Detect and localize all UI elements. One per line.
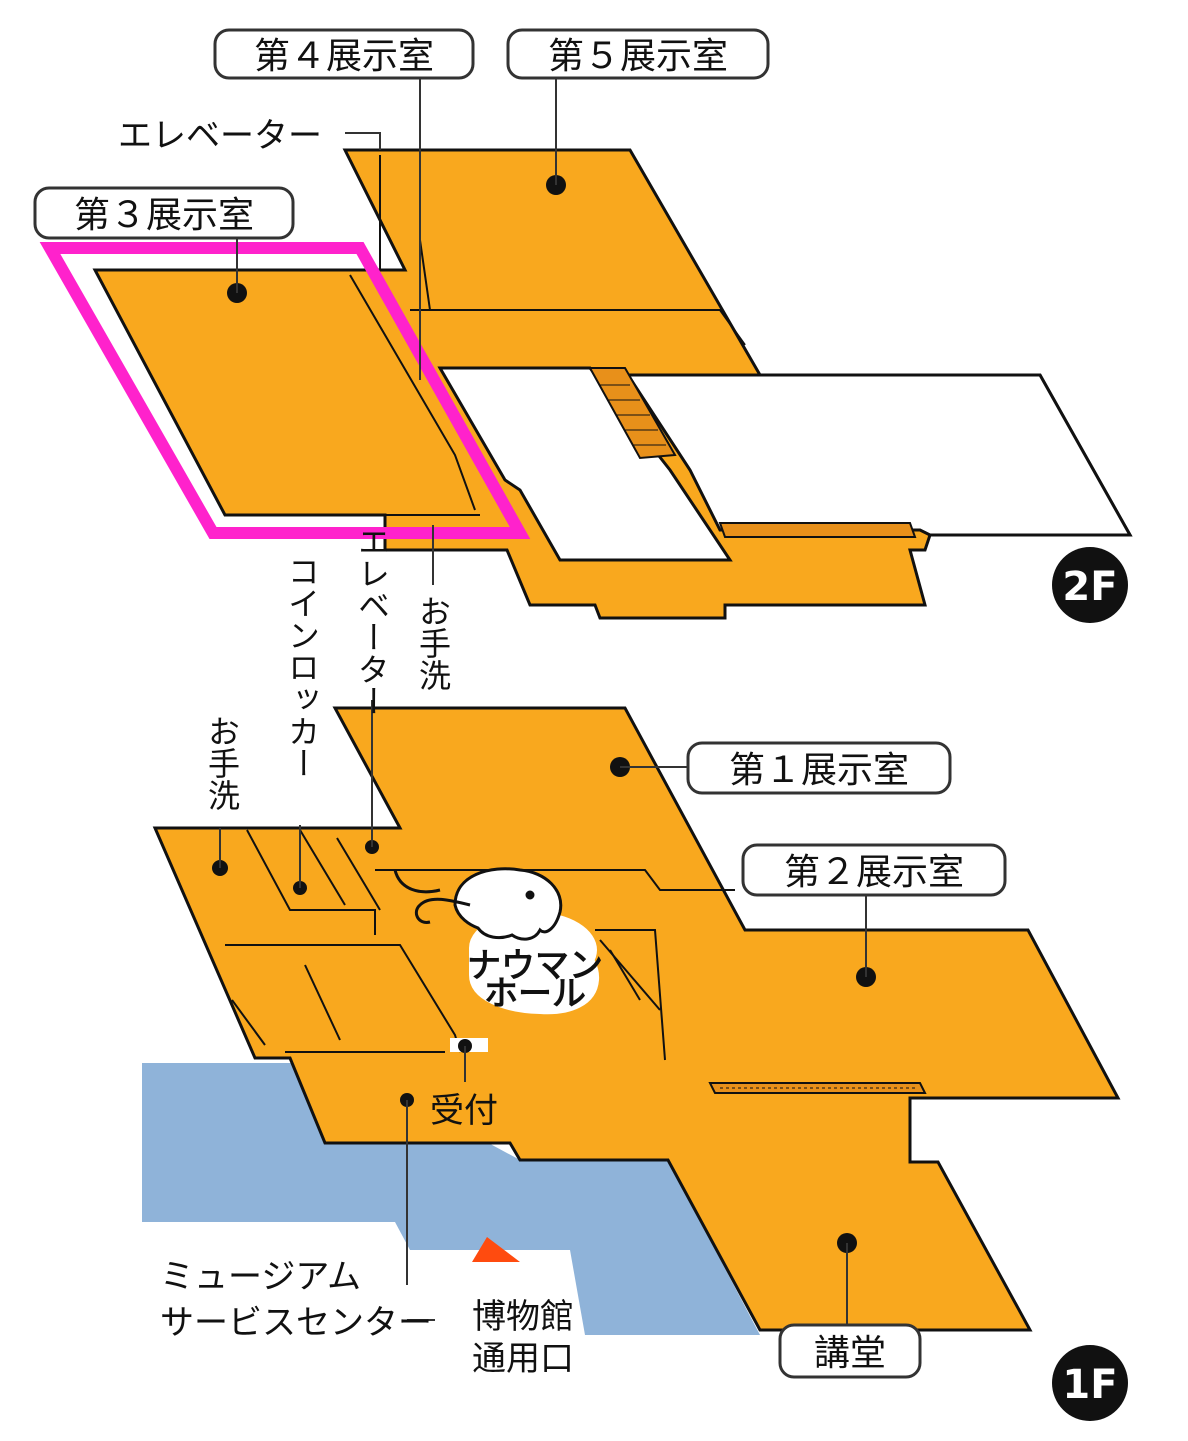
- floor-1f-walls: [225, 829, 735, 1061]
- reception-label: 受付: [430, 1091, 498, 1131]
- floor-2f-walls: [349, 155, 746, 516]
- water-area: [142, 1063, 760, 1335]
- label-exhibit1[interactable]: 第１展示室: [686, 741, 952, 795]
- triangle-marker-icon: [472, 1237, 520, 1262]
- floor-1f-main[interactable]: [152, 706, 1121, 1332]
- exhibit5-label: 第５展示室: [548, 36, 728, 77]
- floor-badge-2f[interactable]: 2F: [1052, 547, 1128, 623]
- exhibit2-label: 第２展示室: [784, 852, 964, 893]
- leader-lines-1f: [219, 700, 867, 1325]
- exhibit3-label: 第３展示室: [74, 195, 254, 236]
- label-exhibit2[interactable]: 第２展示室: [741, 843, 1007, 897]
- exhibit1-label: 第１展示室: [729, 750, 909, 791]
- service-center-label-line1: ミュージアム: [160, 1257, 361, 1297]
- restroom-1f-label: お手洗: [203, 715, 241, 811]
- floor-2f-label: 2F: [1062, 564, 1117, 610]
- elevator-1f-label: エレベーター: [353, 525, 391, 717]
- restroom-2f-label: お手洗: [414, 595, 452, 691]
- label-exhibit3[interactable]: 第３展示室: [33, 186, 295, 240]
- label-exhibit4[interactable]: 第４展示室: [213, 28, 475, 80]
- exhibit4-label: 第４展示室: [254, 36, 434, 77]
- highlight-exhibit3: [39, 242, 531, 539]
- naumann-hall-label-line2: ホール: [484, 974, 586, 1014]
- staff-entrance-label-line2: 通用口: [472, 1339, 574, 1379]
- auditorium-label: 講堂: [814, 1333, 886, 1374]
- leader-lines-2f: [236, 75, 557, 585]
- naumann-elephant-icon: [393, 867, 563, 941]
- label-exhibit5[interactable]: 第５展示室: [506, 28, 770, 80]
- label-auditorium[interactable]: 講堂: [778, 1323, 922, 1379]
- stairs-2f: [588, 367, 917, 538]
- corridor-2f: [625, 373, 1133, 537]
- coin-locker-label: コインロッカー: [283, 555, 321, 779]
- floor-badge-1f[interactable]: 1F: [1052, 1345, 1128, 1421]
- floor-1f-label: 1F: [1062, 1362, 1117, 1408]
- naumann-hall-label-line1: ナウマン: [467, 946, 603, 986]
- staff-entrance-label-line1: 博物館: [472, 1297, 574, 1337]
- service-center-label-line2: サービスセンター: [160, 1303, 432, 1343]
- stairs-1f: [708, 1082, 927, 1094]
- elevator-2f-label: エレベーター: [118, 116, 322, 156]
